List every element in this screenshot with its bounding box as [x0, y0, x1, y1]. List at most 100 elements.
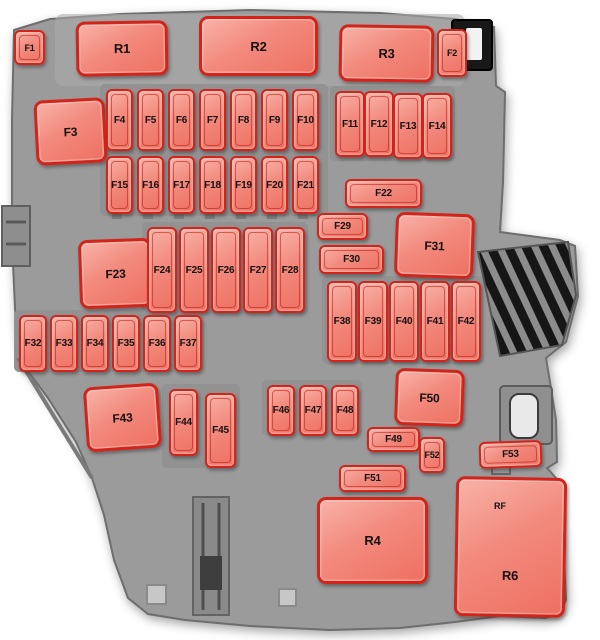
fuse-F31: F31: [393, 211, 476, 280]
relay-R3: R3: [338, 24, 435, 83]
fuse-label: F40: [395, 316, 413, 327]
fuse-F44: F44: [169, 389, 198, 456]
fuse-label: F45: [212, 425, 229, 436]
fuse-label: F30: [343, 254, 360, 265]
fuse-F20: F20: [261, 156, 288, 214]
fuse-F40: F40: [389, 281, 419, 362]
fuse-label: F46: [272, 405, 290, 416]
fuse-label: F41: [426, 316, 444, 327]
fuse-F16: F16: [137, 156, 164, 214]
fuse-F18: F18: [199, 156, 226, 214]
fuse-F15: F15: [106, 156, 133, 214]
fuse-label: R6: [501, 567, 519, 583]
fuse-F6: F6: [168, 89, 195, 151]
fuse-F9: F9: [261, 89, 288, 151]
fuse-label: F12: [370, 118, 388, 130]
fuse-label: F3: [63, 124, 78, 139]
fuse-F26: F26: [211, 227, 241, 313]
fuse-F27: F27: [243, 227, 273, 313]
fuse-F39: F39: [358, 281, 388, 362]
fuse-F53: F53: [478, 439, 543, 470]
fuse-label: R1: [113, 40, 131, 57]
fuse-F10: F10: [292, 89, 319, 151]
fuse-label: F47: [304, 405, 322, 416]
fuse-F1: F1: [14, 30, 45, 65]
fuse-label: F42: [457, 316, 475, 327]
fuse-label: R2: [250, 38, 267, 54]
fuse-label: F14: [428, 120, 446, 132]
fuse-F14: F14: [422, 93, 452, 159]
fuse-F25: F25: [179, 227, 209, 313]
fuse-label: F25: [185, 264, 203, 276]
fuse-label: F31: [424, 238, 445, 253]
fuse-F8: F8: [230, 89, 257, 151]
fuse-label: F1: [24, 42, 35, 53]
fuse-label: F28: [281, 264, 299, 276]
fuse-label: F24: [153, 264, 171, 276]
fuse-label: F2: [446, 48, 458, 58]
fuse-label: F53: [501, 448, 519, 461]
fuse-F47: F47: [299, 385, 327, 436]
relay-R2: R2: [199, 16, 318, 76]
fuse-label: F10: [297, 114, 314, 126]
mount-square-2: [278, 588, 297, 607]
fuse-F3: F3: [33, 97, 108, 166]
fuse-label: F23: [105, 266, 126, 281]
fuse-label: F36: [148, 338, 166, 349]
relay-R6: R6: [453, 476, 568, 618]
fuse-label: F35: [117, 338, 135, 349]
fuse-F32: F32: [19, 315, 47, 372]
fuse-F23: F23: [77, 237, 154, 310]
fuse-label: F51: [364, 473, 381, 484]
fuse-F13: F13: [393, 93, 423, 159]
fuse-label: F11: [341, 118, 359, 130]
fuse-label: R3: [378, 45, 395, 62]
bottom-channel: [192, 496, 230, 616]
vent-grille: [476, 240, 578, 358]
fuse-F30: F30: [319, 245, 384, 274]
fuse-F29: F29: [317, 213, 368, 240]
fuse-label: F48: [336, 405, 354, 416]
fuse-label: F22: [375, 188, 392, 199]
connector-left-tab: [1, 205, 31, 267]
rf-label: RF: [494, 501, 506, 511]
fuse-label: F5: [144, 114, 157, 126]
relay-R4: R4: [317, 497, 428, 584]
fuse-label: F13: [399, 120, 417, 132]
fuse-F45: F45: [205, 393, 236, 468]
fuse-label: F6: [175, 114, 188, 126]
fuse-label: F9: [268, 114, 281, 126]
fuse-F12: F12: [364, 91, 394, 157]
fuse-F52: F52: [419, 437, 445, 473]
fuse-F28: F28: [275, 227, 305, 313]
fuse-label: F43: [111, 409, 133, 426]
fuse-F11: F11: [335, 91, 365, 157]
fuse-label: F33: [55, 338, 73, 349]
fuse-F2: F2: [437, 29, 467, 77]
fuse-label: F49: [385, 434, 402, 445]
fuse-F35: F35: [112, 315, 140, 372]
fuse-F19: F19: [230, 156, 257, 214]
fuse-label: F37: [179, 338, 197, 349]
fuse-F17: F17: [168, 156, 195, 214]
fuse-label: F19: [235, 179, 252, 191]
relay-R1: R1: [75, 20, 169, 77]
fuse-F50: F50: [394, 367, 465, 428]
fuse-label: F17: [173, 179, 190, 191]
fuse-F37: F37: [174, 315, 202, 372]
connector-teeth: [112, 211, 308, 219]
fuse-label: F34: [86, 338, 104, 349]
fuse-label: F44: [175, 417, 192, 428]
fuse-F49: F49: [367, 427, 420, 452]
fuse-F41: F41: [420, 281, 450, 362]
fuse-F36: F36: [143, 315, 171, 372]
fuse-F7: F7: [199, 89, 226, 151]
fuse-label: F52: [424, 450, 440, 460]
fuse-label: F20: [266, 179, 283, 191]
fuse-label: F26: [217, 264, 235, 276]
fuse-F21: F21: [292, 156, 319, 214]
fuse-F4: F4: [106, 89, 133, 151]
fuse-F24: F24: [147, 227, 177, 313]
